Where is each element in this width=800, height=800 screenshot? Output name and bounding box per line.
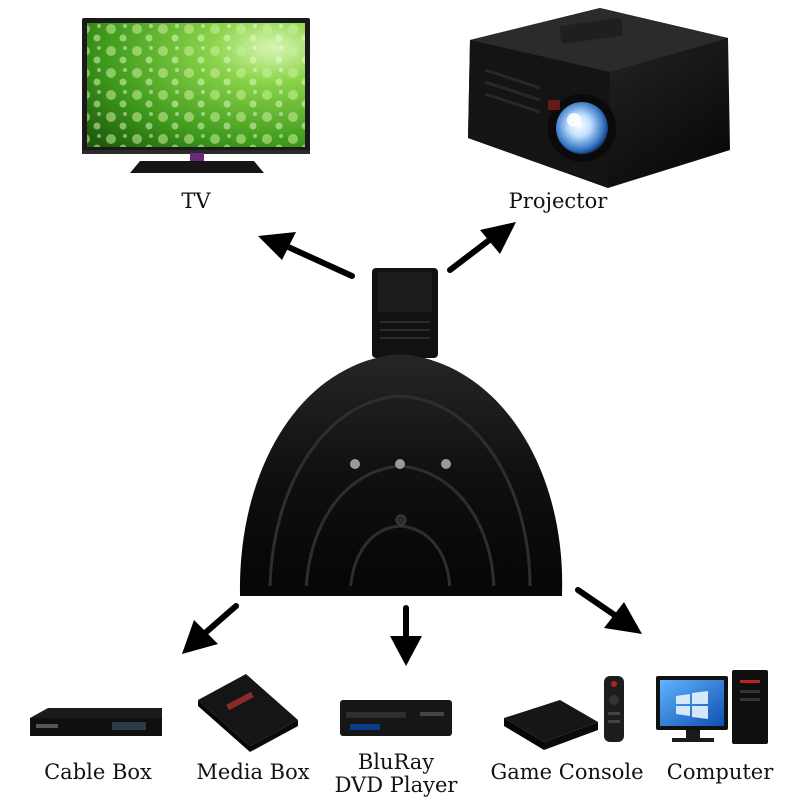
arrow-to-projector-icon [447,222,516,273]
cable-box-icon [30,708,162,736]
bluray-label-line1: BluRay [357,750,435,774]
game-console-icon [504,676,624,750]
arrow-to-bluray-icon [390,605,422,666]
projector-icon [468,8,730,188]
bluray-label-line2: DVD Player [334,773,458,797]
arrow-to-tv-icon [258,232,355,279]
arrow-to-cable-box-icon [182,603,239,654]
tv-icon [82,18,310,173]
cable-box-label: Cable Box [44,760,152,784]
media-box-label: Media Box [196,760,310,784]
computer-label: Computer [666,760,774,784]
game-console-label: Game Console [490,760,644,784]
hdmi-switch-icon [239,268,563,596]
bluray-player-icon [340,700,452,736]
tv-label: TV [181,189,211,213]
media-box-icon [198,674,298,752]
projector-label: Projector [508,189,608,213]
computer-icon [656,670,768,744]
arrow-to-computer-icon [575,587,642,634]
